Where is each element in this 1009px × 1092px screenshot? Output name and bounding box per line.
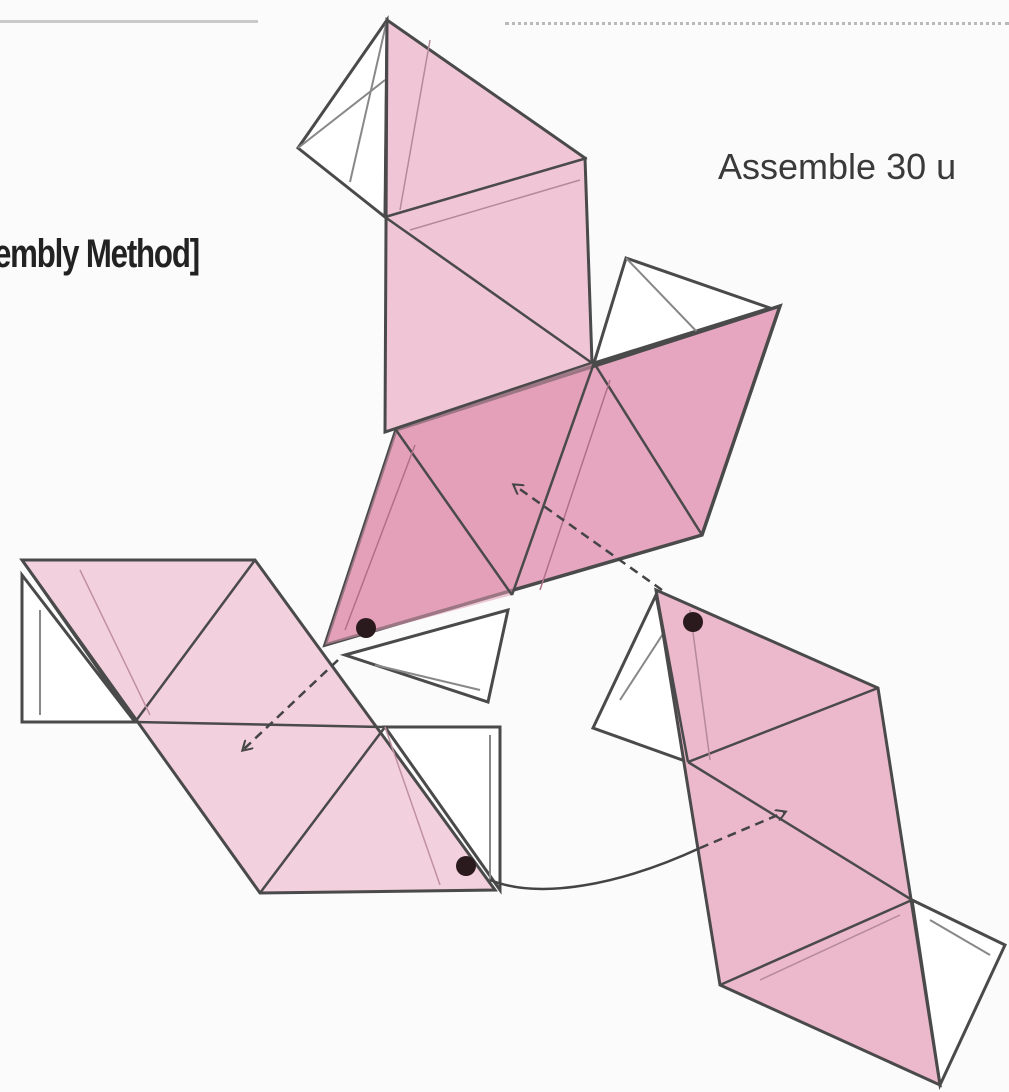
connection-dot-center xyxy=(356,618,376,638)
unit-right xyxy=(593,590,1005,1085)
unit-right-body xyxy=(656,590,940,1085)
connection-dot-right xyxy=(683,612,703,632)
unit-top-body xyxy=(385,20,592,432)
unit-top xyxy=(298,20,592,432)
connection-dot-left xyxy=(456,856,476,876)
arrow-left-to-right xyxy=(490,848,700,889)
unit-top-flap-left xyxy=(298,20,387,217)
